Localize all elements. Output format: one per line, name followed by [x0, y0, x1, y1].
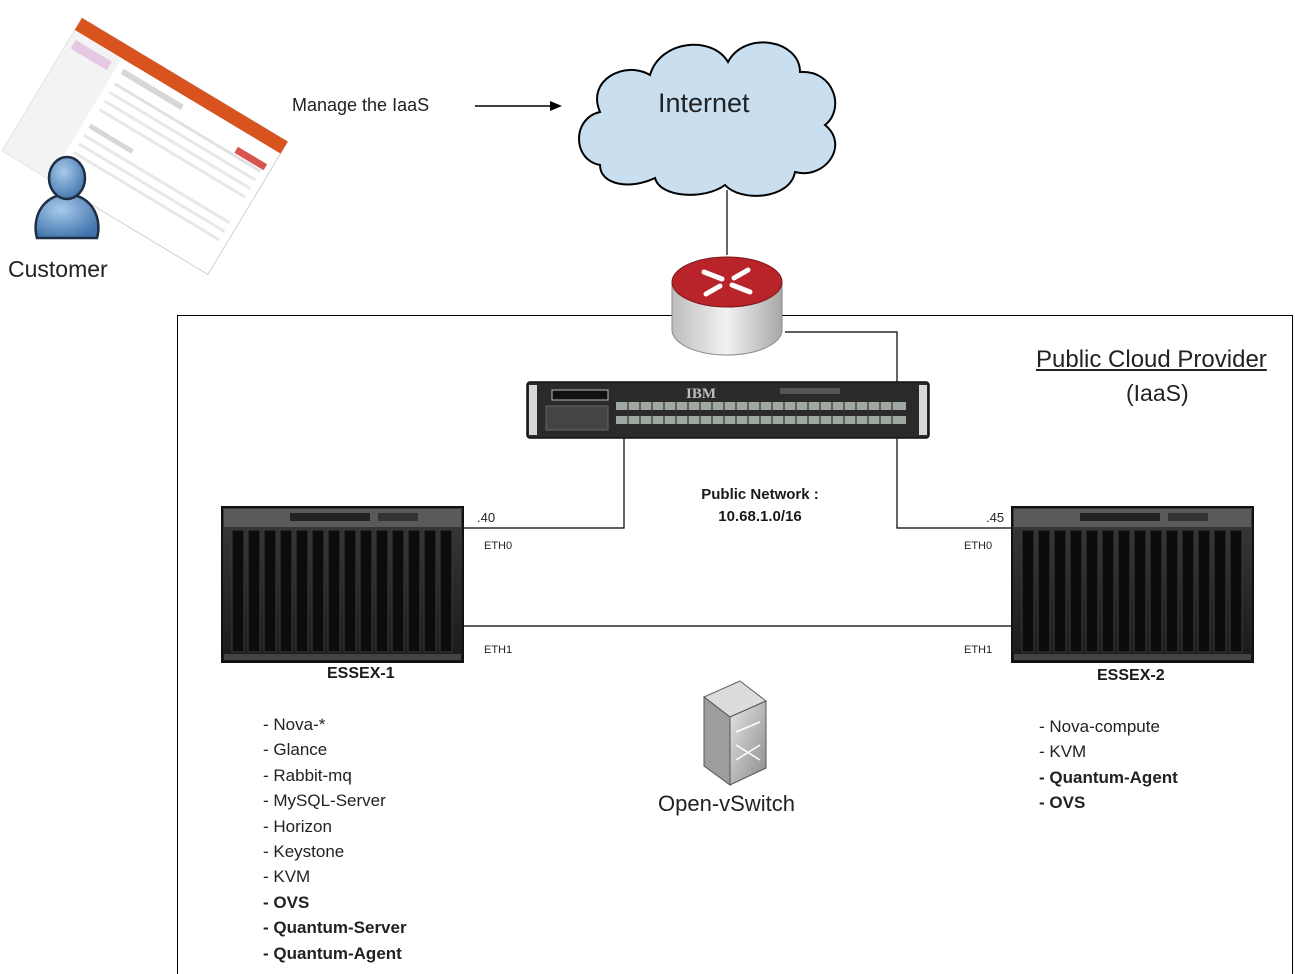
ibm-switch: IBM: [526, 381, 930, 439]
essex2-name: ESSEX-2: [1097, 667, 1165, 684]
person-icon: [34, 155, 100, 240]
service-item: - Quantum-Agent: [1039, 767, 1178, 787]
internet-cloud: [578, 41, 837, 197]
service-item: - Quantum-Agent: [263, 943, 402, 963]
switch-ports: [616, 402, 906, 424]
public-network-title: Public Network :: [701, 486, 819, 503]
dashboard-screenshot: [1, 17, 289, 276]
public-network-label: Public Network : 10.68.1.0/16: [620, 484, 900, 528]
essex2-eth1: ETH1: [964, 644, 993, 656]
provider-subtitle: (IaaS): [1126, 380, 1189, 406]
service-item: - OVS: [263, 892, 310, 912]
essex1-eth1: ETH1: [484, 644, 513, 656]
essex2-services: - Nova-compute - KVM - Quantum-Agent - O…: [1039, 714, 1178, 816]
essex2-eth0: ETH0: [964, 540, 993, 552]
essex-eth1-link: [457, 625, 1031, 650]
essex1-eth0: ETH0: [484, 540, 513, 552]
manage-arrow: [475, 101, 562, 111]
service-item: - KVM: [263, 867, 311, 887]
service-item: - Rabbit-mq: [263, 765, 352, 785]
provider-title: Public Cloud Provider: [1036, 346, 1267, 373]
manage-arrow-label: Manage the IaaS: [292, 95, 430, 115]
service-item: - Horizon: [263, 816, 332, 836]
service-item: - KVM: [1039, 742, 1087, 762]
open-vswitch-icon: [703, 680, 767, 786]
service-item: - Quantum-Server: [263, 918, 407, 938]
service-item: - MySQL-Server: [263, 791, 386, 811]
essex1-server-icon: [221, 506, 464, 663]
switch-brand: IBM: [686, 386, 716, 402]
service-item: - OVS: [1039, 793, 1086, 813]
service-item: - Keystone: [263, 841, 345, 861]
public-network-cidr: 10.68.1.0/16: [718, 508, 802, 525]
essex1-name: ESSEX-1: [327, 665, 395, 682]
essex2-ip: .45: [986, 510, 1005, 525]
open-vswitch-label: Open-vSwitch: [658, 791, 795, 816]
service-item: - Glance: [263, 740, 328, 760]
service-item: - Nova-*: [263, 715, 326, 734]
customer-label: Customer: [8, 256, 108, 282]
essex2-server-icon: [1011, 506, 1254, 663]
internet-label: Internet: [658, 88, 750, 118]
service-item: - Nova-compute: [1039, 717, 1160, 736]
essex1-ip: .40: [477, 510, 496, 525]
essex1-services: - Nova-* - Glance - Rabbit-mq - MySQL-Se…: [263, 712, 407, 966]
router-icon: [671, 256, 783, 356]
switch-essex1-eth0-link: [462, 430, 625, 529]
